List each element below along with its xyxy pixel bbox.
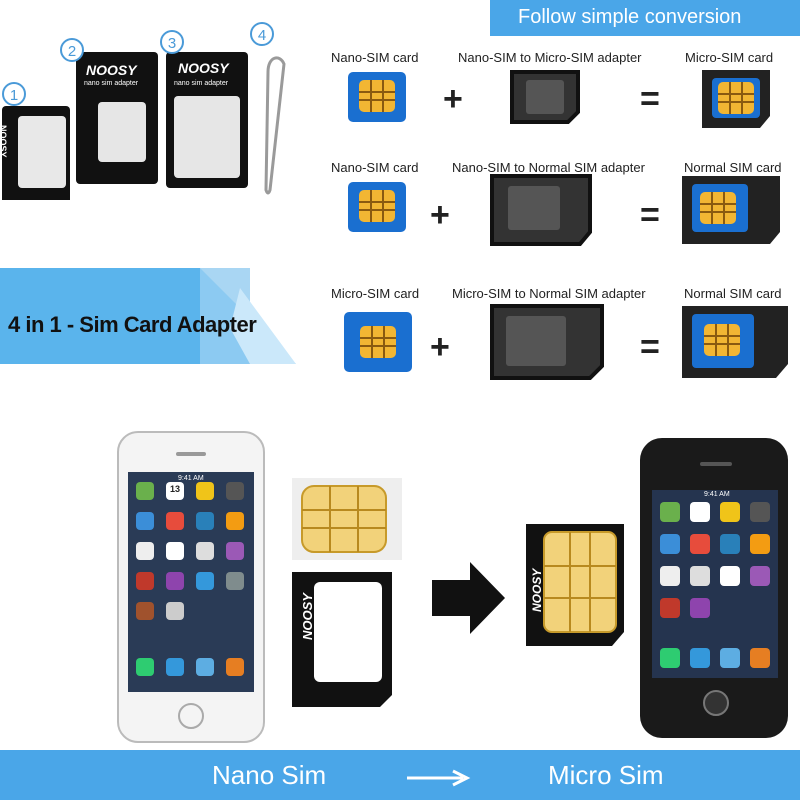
adapter-3-brand: NOOSY xyxy=(178,60,229,76)
row3-equals: = xyxy=(640,328,660,366)
adapter-3-subtitle: nano sim adapter xyxy=(174,80,229,87)
footer-right-label: Micro Sim xyxy=(548,760,664,790)
adapter-brand-bottom: NOOSY xyxy=(300,593,315,640)
row2-label-c: Normal SIM card xyxy=(684,160,782,175)
row3-label-a: Micro-SIM card xyxy=(331,286,420,301)
badge-2: 2 xyxy=(60,38,84,62)
iphone5-calendar-day: 13 xyxy=(170,484,181,494)
adapter-1-window xyxy=(18,116,66,188)
row3-label-c: Normal SIM card xyxy=(684,286,782,301)
footer-bar xyxy=(0,750,800,800)
right-arrow-icon xyxy=(432,562,505,634)
assembled-brand: NOOSY xyxy=(530,568,544,612)
title-banner xyxy=(0,268,296,364)
badge-4: 4 xyxy=(250,22,274,46)
row1-equals: = xyxy=(640,80,660,118)
footer-arrow-icon xyxy=(407,769,471,787)
row1-label-c: Micro-SIM card xyxy=(685,50,774,65)
badge-3: 3 xyxy=(160,30,184,54)
adapter-1-brand: NOOSY xyxy=(0,125,8,158)
follow-conversion-banner: Follow simple conversion xyxy=(490,0,800,36)
row2-label-a: Nano-SIM card xyxy=(331,160,419,175)
footer-left-label: Nano Sim xyxy=(212,760,327,790)
phone-conversion-illustration xyxy=(117,431,788,743)
adapter-2-subtitle: nano sim adapter xyxy=(84,80,139,87)
adapter-2-window xyxy=(98,102,146,162)
follow-conversion-text: Follow simple conversion xyxy=(518,6,742,28)
row1-label-b: Nano-SIM to Micro-SIM adapter xyxy=(458,50,642,65)
iphone4-app-grid xyxy=(660,502,770,668)
adapter-3-window xyxy=(174,96,240,178)
iphone4-status-time: 9:41 AM xyxy=(704,491,730,498)
iphone5-app-grid xyxy=(136,482,244,676)
iphone4-home-button xyxy=(703,690,729,716)
iphone5-home-button xyxy=(178,703,204,729)
iphone5-status-time: 9:41 AM xyxy=(178,475,204,482)
badge-1: 1 xyxy=(2,82,26,106)
row2-equals: = xyxy=(640,196,660,234)
banner-title: 4 in 1 - Sim Card Adapter xyxy=(8,312,257,337)
row1-label-a: Nano-SIM card xyxy=(331,50,419,65)
row3-label-b: Micro-SIM to Normal SIM adapter xyxy=(452,286,646,301)
adapter-kit-illustration xyxy=(2,52,286,200)
row3-plus: + xyxy=(430,328,450,366)
adapter-2-brand: NOOSY xyxy=(86,62,137,78)
row2-label-b: Nano-SIM to Normal SIM adapter xyxy=(452,160,645,175)
row1-plus: + xyxy=(443,80,463,118)
row2-plus: + xyxy=(430,196,450,234)
conversion-illustrations xyxy=(344,70,788,380)
eject-pin-icon xyxy=(264,56,286,195)
